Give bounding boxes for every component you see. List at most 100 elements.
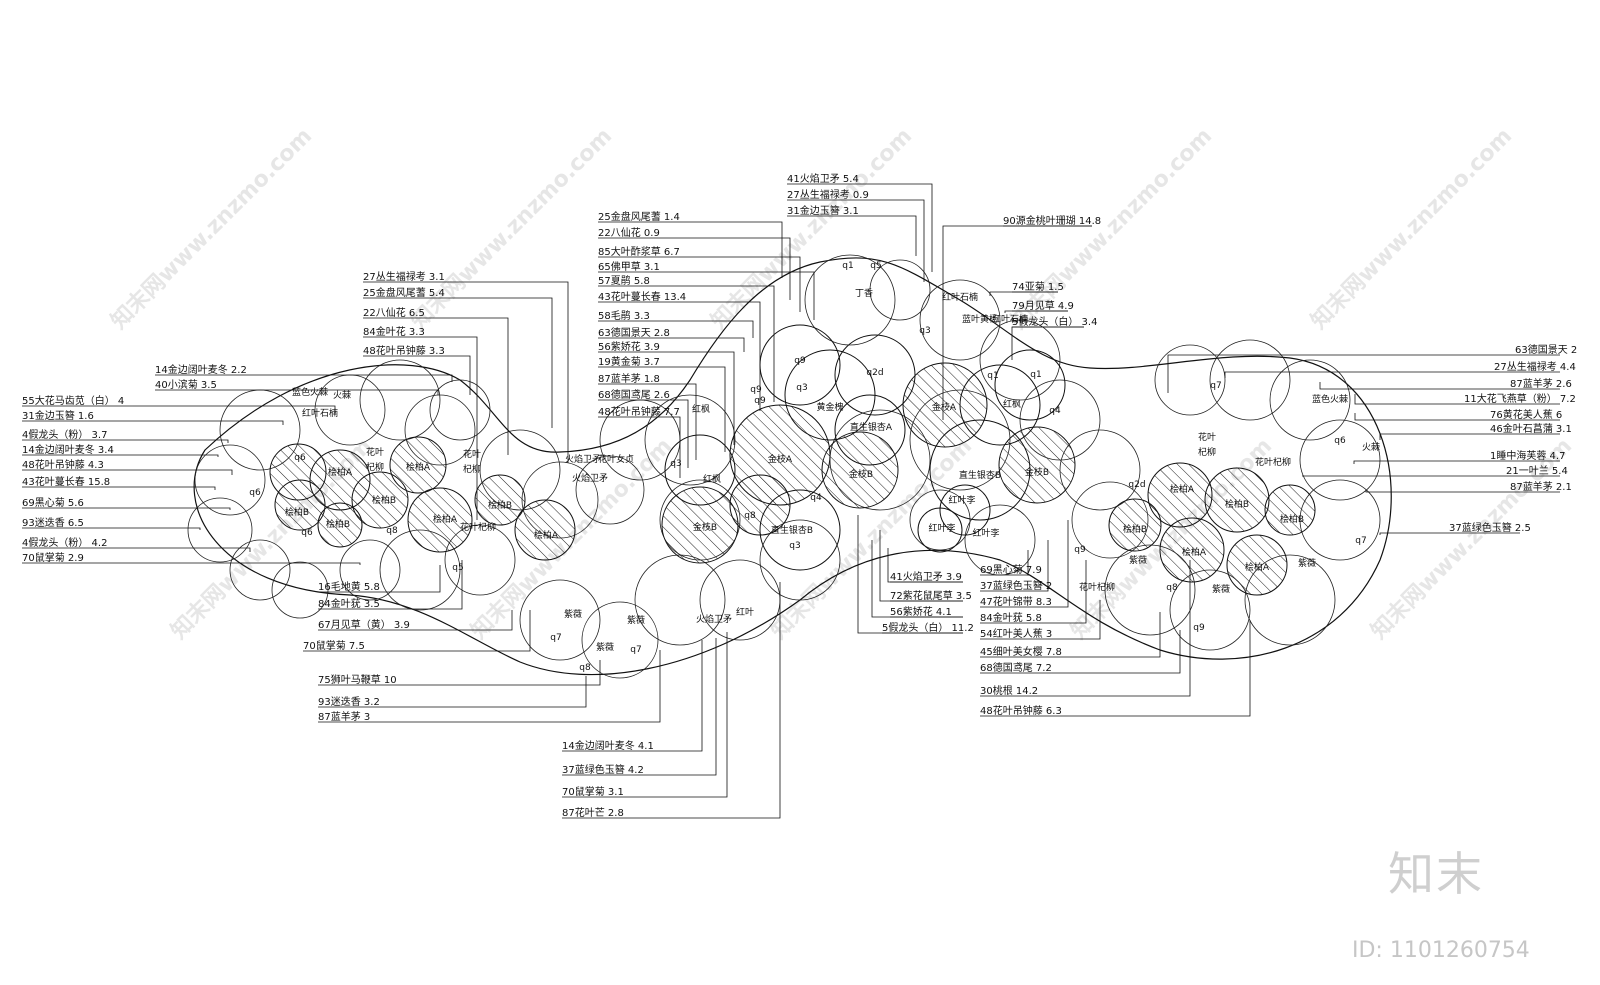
leader-line	[887, 548, 963, 583]
leader-line	[1354, 413, 1490, 421]
callout-label: 27丛生福禄考 3.1	[363, 270, 445, 283]
plant-label: q2d	[866, 368, 883, 378]
leader-line	[1046, 630, 1181, 674]
leader-line	[435, 281, 569, 463]
leader-line	[80, 507, 231, 510]
callout-label: 14金边阔叶麦冬 3.4	[22, 443, 114, 456]
leader-line	[856, 183, 933, 272]
leader-line	[660, 399, 689, 468]
plant-label: 桧柏A	[328, 466, 353, 478]
callout-label: 84金叶花 3.3	[363, 325, 425, 338]
plant-label: 红枫	[692, 403, 710, 415]
groundcover-circle	[1154, 344, 1226, 416]
watermark-text: 知末网www.znzmo.com	[406, 123, 617, 334]
leader-line	[1046, 600, 1101, 640]
callout-label: 65佛甲草 3.1	[598, 260, 660, 273]
leader-line	[362, 610, 531, 652]
leader-line	[1040, 560, 1087, 624]
groundcover-circle	[1244, 554, 1336, 646]
plant-label: 杞柳	[1198, 446, 1216, 458]
plant-label: 桧柏A	[433, 513, 458, 525]
callout-label: 37蓝绿色玉簪 4.2	[562, 763, 644, 776]
groundcover-circle	[229, 539, 291, 601]
plant-label: 花叶	[366, 446, 384, 458]
plant-label: 紫薇	[596, 641, 614, 653]
plant-label: q9	[794, 356, 806, 366]
callout-label: 25金盘风尾蓍 1.4	[598, 210, 680, 223]
leader-line	[395, 660, 601, 686]
plant-label: 红叶李	[928, 522, 955, 534]
plant-label: q1	[842, 261, 853, 271]
plant-label: 紫薇	[1212, 583, 1230, 595]
plant-label: 蓝色火棘	[292, 386, 328, 398]
groundcover-circle	[339, 539, 401, 601]
callout-label: 11大花飞燕草（粉） 7.2	[1464, 392, 1576, 405]
deciduous-tree-canopy	[939, 484, 991, 536]
plant-label: 花叶杞柳	[460, 521, 496, 533]
leader-line	[660, 337, 745, 352]
plant-label: 桧柏A	[1245, 561, 1270, 573]
plant-label: q8	[1166, 583, 1178, 593]
plant-label: q7	[550, 633, 561, 643]
callout-label: 68德国鸢尾 2.6	[598, 388, 670, 401]
plant-labels: 蓝色火棘火棘红叶石楠q6q6桧柏Bq6桧柏A花叶杞柳桧柏B桧柏Bq8桧柏A桧柏A…	[249, 261, 1380, 673]
plant-label: q8	[386, 526, 398, 536]
evergreen-tree-canopy	[389, 436, 447, 494]
callout-label: 16毛地黄 5.8	[318, 580, 380, 593]
plant-label: 紫薇	[564, 608, 582, 620]
leader-line	[1046, 612, 1161, 658]
watermark-text: 知末网www.znzmo.com	[1306, 123, 1517, 334]
callout-label: 56紫娇花 4.1	[890, 605, 952, 618]
callout-label: 14金边阔叶麦冬 2.2	[155, 363, 247, 376]
leader-line	[438, 355, 471, 395]
deciduous-tree-canopy	[664, 434, 736, 506]
groundcover-circle	[519, 579, 601, 661]
image-id-text: ID: 1101260754	[1352, 938, 1530, 963]
leader-line	[1365, 490, 1510, 493]
watermark-text: 知末网www.znzmo.com	[706, 123, 917, 334]
callout-label: 1睡中海芙蓉 4.7	[1490, 449, 1565, 462]
leader-line	[640, 640, 703, 752]
leader-line	[879, 530, 963, 602]
leader-line	[676, 416, 681, 478]
leader-line	[680, 221, 783, 278]
plant-label: 蓝色火棘	[1312, 393, 1348, 405]
plant-label: 直生银杏A	[850, 421, 893, 433]
callout-label: 87花叶芒 2.8	[562, 806, 624, 819]
plant-label: q6	[249, 488, 261, 498]
evergreen-tree-canopy	[514, 499, 576, 561]
leader-line	[376, 565, 441, 593]
callout-label: 40小滨菊 3.5	[155, 378, 217, 391]
plant-label: q5	[870, 261, 881, 271]
callout-label: 47花叶锦带 8.3	[980, 595, 1052, 608]
plant-label: q8	[744, 511, 756, 521]
callout-label: 4假龙头（粉） 4.2	[22, 536, 107, 549]
plant-label: 紫薇	[627, 614, 645, 626]
callout-label: 70鼠掌菊 7.5	[303, 639, 365, 652]
plant-label: 红叶	[736, 606, 754, 618]
leader-line	[654, 383, 697, 460]
groundcover-circle	[581, 601, 659, 679]
callout-label: 31金边玉簪 1.6	[22, 409, 94, 422]
callout-label: 69黑心菊 5.6	[22, 497, 84, 509]
callout-label: 85大叶酢浆草 6.7	[598, 245, 680, 258]
callout-label: 57夏鹃 5.8	[598, 274, 650, 287]
groundcover-circle	[1209, 339, 1291, 421]
callout-label: 19黄金菊 3.7	[598, 355, 660, 368]
groundcover-circle	[444, 524, 516, 596]
plant-label: 花叶女贞	[598, 453, 634, 465]
groundcover-circle	[759, 519, 841, 601]
plant-label: 花叶杞柳	[1255, 456, 1291, 468]
callout-label: 63德国景天 2.8	[598, 326, 670, 339]
plant-label: q9	[1074, 545, 1086, 555]
callout-label: 87蓝羊茅 2.6	[1510, 377, 1572, 390]
plant-label: q6	[294, 453, 306, 463]
groundcover-circle	[919, 279, 1001, 361]
plant-label: 金枝B	[849, 468, 873, 480]
plant-label: q8	[579, 663, 591, 673]
plant-label: q2d	[1128, 480, 1145, 490]
callout-label: 93迷迭香 3.2	[318, 696, 380, 708]
leader-line	[435, 297, 553, 428]
callout-label: 43花叶蔓长春 15.8	[22, 475, 110, 488]
leader-line	[654, 237, 791, 300]
